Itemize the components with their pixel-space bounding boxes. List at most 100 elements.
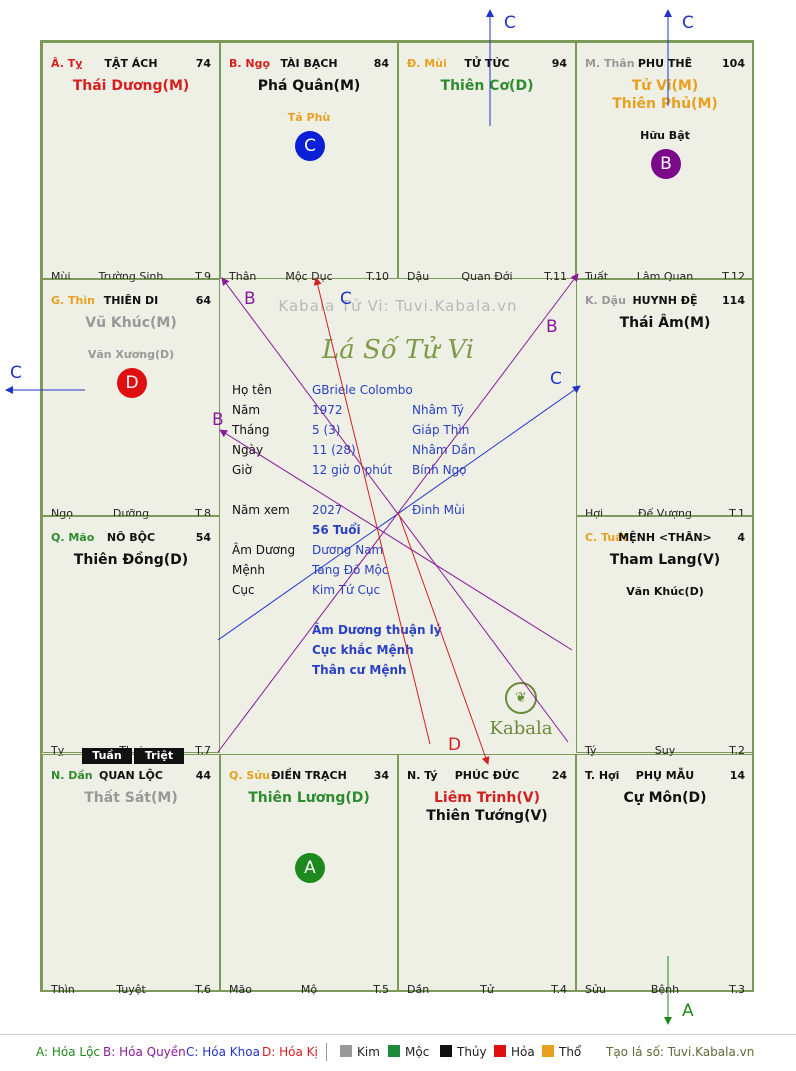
palace-name: THIÊN DI: [103, 294, 159, 307]
transform-badge: C: [295, 131, 325, 161]
main-stars: Tham Lang(V): [577, 551, 753, 569]
info-value: Kim Tứ Cục: [312, 583, 381, 597]
info-row: Cục khắc Mệnh: [232, 640, 562, 660]
tuan-badge: Tuần: [82, 748, 132, 764]
main-stars: Thái Âm(M): [577, 314, 753, 332]
life-stage: Tử: [480, 983, 494, 996]
palace-name: PHỤ MẪU: [635, 769, 695, 782]
info-row: Mệnh Tang Đố Mộc: [232, 560, 562, 580]
earthly-branch: Â. Tỵ: [51, 57, 83, 70]
info-key: Tháng: [232, 423, 270, 437]
info-value: 5 (3): [312, 423, 341, 437]
palace-number: 4: [737, 531, 745, 544]
info-canchi: Nhâm Tý: [412, 403, 465, 417]
earthly-branch: N. Dần: [51, 769, 93, 782]
arrow-label: A: [682, 1001, 694, 1021]
palace-number: 34: [373, 769, 389, 782]
main-stars: Thái Dương(M): [43, 77, 219, 95]
info-row: [232, 480, 562, 500]
info-value: Tang Đố Mộc: [312, 563, 389, 577]
footer-branch: Mão: [229, 983, 252, 996]
site-link[interactable]: Tạo lá số: Tuvi.Kabala.vn: [606, 1045, 755, 1059]
minor-star: Văn Khúc(D): [626, 585, 704, 598]
main-star: Thiên Đồng(D): [73, 552, 189, 568]
info-key: Mệnh: [232, 563, 265, 577]
age-range: T.2: [729, 744, 745, 757]
main-stars: Thiên Đồng(D): [43, 551, 219, 569]
main-star: Phá Quân(M): [257, 78, 361, 94]
palace-name: ĐIỀN TRẠCH: [271, 769, 347, 782]
footer-branch: Thìn: [51, 983, 75, 996]
legend-hoa: Hỏa: [494, 1045, 535, 1059]
life-stage: Bệnh: [650, 983, 680, 996]
legend-hoa-khoa: C: Hóa Khoa: [186, 1045, 260, 1059]
age-range: T.5: [373, 983, 389, 996]
minor-star: Tả Phù: [287, 111, 331, 124]
main-star: Thiên Tướng(V): [426, 808, 548, 824]
palace-name: NÔ BỘC: [106, 531, 156, 544]
main-star: Tham Lang(V): [609, 552, 721, 568]
palace-number: 14: [729, 769, 745, 782]
tree-logo-icon: ❦: [505, 682, 537, 714]
main-star: Thiên Lương(D): [248, 790, 370, 806]
main-star: Thiên Cơ(D): [440, 78, 534, 94]
palace-number: 54: [195, 531, 211, 544]
palace-number: 64: [195, 294, 211, 307]
main-stars: Tử Vi(M)Thiên Phủ(M): [577, 77, 753, 113]
info-row: Thân cư Mệnh: [232, 660, 562, 680]
watermark: Kabala Tử Vi: Tuvi.Kabala.vn: [278, 297, 518, 315]
info-value: 56 Tuổi: [312, 523, 361, 537]
main-star: Cự Môn(D): [623, 790, 707, 806]
legend-bar: A: Hóa Lộc B: Hóa Quyền C: Hóa Khoa D: H…: [0, 1034, 796, 1071]
legend-moc: Mộc: [388, 1045, 429, 1059]
info-key: Họ tên: [232, 383, 272, 397]
arrow-label: C: [504, 13, 516, 33]
main-stars: Vũ Khúc(M): [43, 314, 219, 332]
triet-badge: Triệt: [134, 748, 184, 764]
minor-star: Văn Xương(D): [87, 348, 175, 361]
palace-number: 24: [551, 769, 567, 782]
info-value: Âm Dương thuận lý: [312, 623, 442, 637]
info-row: 56 Tuổi: [232, 520, 562, 540]
info-value: 11 (28): [312, 443, 356, 457]
legend-hoa-quyen: B: Hóa Quyền: [103, 1045, 186, 1059]
main-stars: Liêm Trinh(V)Thiên Tướng(V): [399, 789, 575, 825]
info-value: 1972: [312, 403, 343, 417]
palace-name: TẬT ÁCH: [104, 57, 158, 70]
palace-number: 104: [722, 57, 745, 70]
transform-badge: B: [651, 149, 681, 179]
earthly-branch: M. Thân: [585, 57, 635, 70]
palace-name: MỆNH <THÂN>: [618, 531, 712, 544]
earthly-branch: B. Ngọ: [229, 57, 271, 70]
info-row: [232, 600, 562, 620]
footer-branch: Tý: [585, 744, 597, 757]
main-star: Vũ Khúc(M): [85, 315, 177, 331]
earthly-branch: C. Tuất: [585, 531, 628, 544]
palace-cell: G. Thìn THIÊN DI 64 Vũ Khúc(M) Văn Xương(D) D…: [42, 279, 220, 520]
earthly-branch: Q. Sửu: [229, 769, 270, 782]
life-stage: Suy: [654, 744, 676, 757]
earthly-branch: N. Tý: [407, 769, 438, 782]
main-star: Thái Dương(M): [72, 78, 190, 94]
age-range: T.4: [551, 983, 567, 996]
life-stage: Mộ: [300, 983, 318, 996]
earthly-branch: G. Thìn: [51, 294, 95, 307]
legend-kim: Kim: [340, 1045, 380, 1059]
palace-name: TỬ TỨC: [464, 57, 510, 70]
legend-hoa-ki: D: Hóa Kị: [262, 1045, 318, 1059]
transform-badge: D: [117, 368, 147, 398]
main-star: Thái Âm(M): [619, 315, 711, 331]
legend-hoa-loc: A: Hóa Lộc: [36, 1045, 101, 1059]
age-range: T.6: [195, 983, 211, 996]
main-stars: Phá Quân(M): [221, 77, 397, 95]
